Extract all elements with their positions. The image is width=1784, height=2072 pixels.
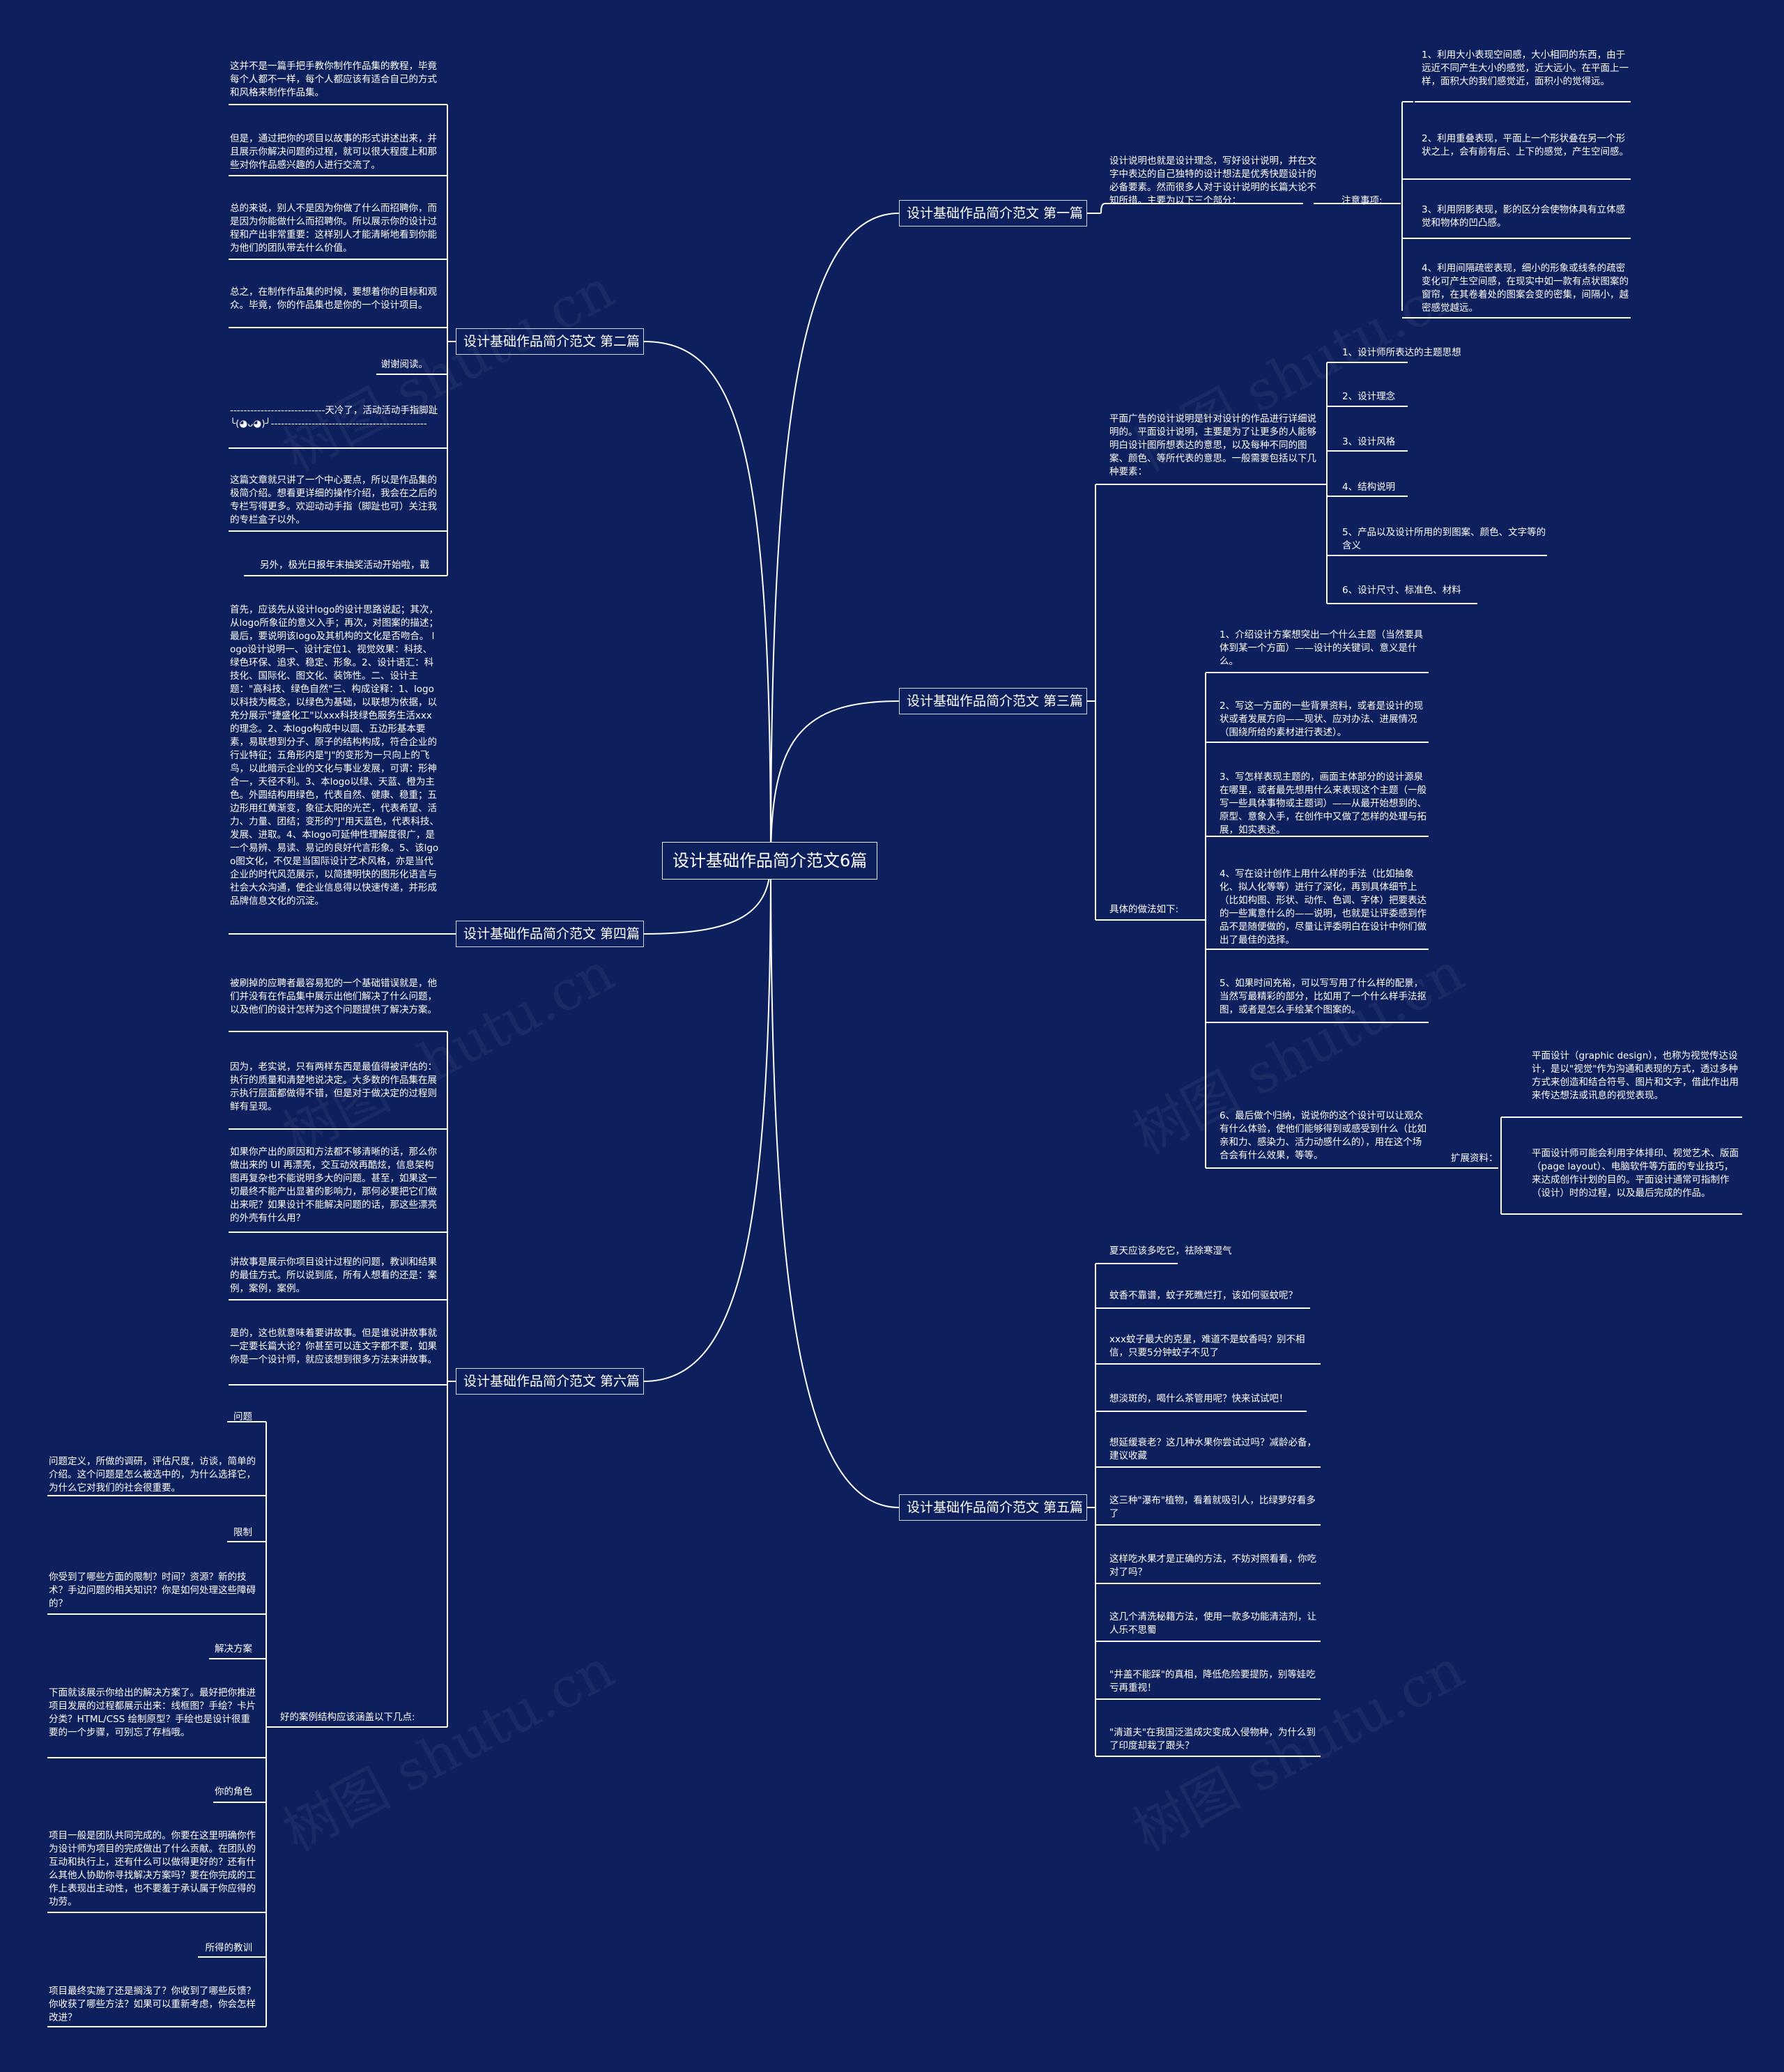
b1-note-4: 4、利用间隔疏密表现，细小的形象或线条的疏密变化可产生空间感，在现实中如一款有点… — [1422, 263, 1629, 314]
b6-case-label-role: 你的角色 — [215, 1786, 252, 1797]
b5-item-8: 这几个清洗秘籍方法，使用一款多功能清洁剂，让人乐不思蜀 — [1109, 1611, 1316, 1636]
b6-case-label-problem: 问题 — [233, 1411, 252, 1422]
b5-item-10: "清道夫"在我国泛滥成灾变成入侵物种，为什么到了印度却栽了跟头？ — [1109, 1727, 1316, 1751]
b3-ext-1: 平面设计（graphic design），也称为视觉传达设计，是以"视觉"作为沟… — [1532, 1050, 1739, 1101]
b6-case-text-role: 项目一般是团队共同完成的。你要在这里明确你作为设计师为项目的完成做出了什么贡献。… — [49, 1830, 256, 1908]
b3-method-label: 具体的做法如下: — [1109, 904, 1179, 915]
b3a-intro: 平面广告的设计说明是针对设计的作品进行详细说明的。平面设计说明，主要是为了让更多… — [1109, 413, 1316, 477]
b6-item-4: 讲故事是展示你项目设计过程的问题，教训和结果的最佳方式。所以说到底，所有人想看的… — [230, 1257, 437, 1294]
b3a-item-4: 4、结构说明 — [1342, 482, 1396, 493]
b6-case-text-lessons: 项目最终实施了还是搁浅了？你收到了哪些反馈？你收获了哪些方法？如果可以重新考虑，… — [49, 1986, 256, 2023]
b2-item-4: 总之，在制作作品集的时候，要想着你的目标和观众。毕竟，你的作品集也是你的一个设计… — [230, 286, 437, 311]
b3a-item-3: 3、设计风格 — [1342, 436, 1396, 447]
b5-item-4: 想淡斑的，喝什么茶管用呢？快来试试吧！ — [1109, 1393, 1289, 1404]
branch-3[interactable]: 设计基础作品简介范文 第三篇 — [899, 688, 1087, 714]
b6-item-3: 如果你产出的原因和方法都不够清晰的话，那么你做出来的 UI 再漂亮，交互动效再酷… — [230, 1146, 437, 1224]
b5-item-2: 蚊香不靠谱，蚊子死瞧烂打，该如何驱蚊呢？ — [1109, 1290, 1298, 1301]
b6-case-text-solution: 下面就该展示你给出的解决方案了。最好把你推进项目发展的过程都展示出来：线框图？手… — [49, 1687, 256, 1738]
b3a-item-1: 1、设计师所表达的主题思想 — [1342, 347, 1461, 358]
b3a-item-2: 2、设计理念 — [1342, 391, 1396, 402]
b3-method-2: 2、写这一方面的一些背景资料，或者是设计的现状或者发展方向——现状、应对办法、进… — [1220, 700, 1424, 738]
b6-case-text-limit: 你受到了哪些方面的限制？时间？资源？新的技术？手边问题的相关知识？你是如何处理这… — [49, 1572, 256, 1609]
b2-item-1: 这并不是一篇手把手教你制作作品集的教程，毕竟每个人都不一样，每个人都应该有适合自… — [230, 61, 437, 98]
b5-item-3: xxx蚊子最大的克星，难道不是蚊香吗？别不相信，只要5分钟蚊子不见了 — [1109, 1334, 1305, 1358]
b3-method-6: 6、最后做个归纳，说说你的这个设计可以让观众有什么体验，使他们能够得到或感受到什… — [1220, 1110, 1427, 1161]
b3-ext-2: 平面设计师可能会利用字体排印、视觉艺术、版面（page layout）、电脑软件… — [1532, 1148, 1739, 1199]
b5-item-5: 想延缓衰老？这几种水果你尝试过吗？减龄必备，建议收藏 — [1109, 1437, 1316, 1461]
branch-2[interactable]: 设计基础作品简介范文 第二篇 — [456, 328, 644, 355]
b1-note-1: 1、利用大小表现空间感，大小相同的东西，由于远近不同产生大小的感觉，近大远小。在… — [1422, 49, 1629, 87]
root-topic[interactable]: 设计基础作品简介范文6篇 — [662, 842, 878, 880]
b3-ext-label: 扩展资料： — [1451, 1153, 1498, 1164]
b2-item-7: 这篇文章就只讲了一个中心要点，所以是作品集的极简介绍。想看更详细的操作介绍，我会… — [230, 475, 437, 525]
b1-note-3: 3、利用阴影表现，影的区分会使物体具有立体感觉和物体的凹凸感。 — [1422, 204, 1626, 229]
b4-text: 首先，应该先从设计logo的设计思路说起；其次，从logo所象征的意义入手；再次… — [230, 604, 439, 907]
b6-item-2: 因为，老实说，只有两样东西是最值得被评估的：执行的质量和清楚地说决定。大多数的作… — [230, 1061, 437, 1112]
b3a-item-5: 5、产品以及设计所用的到图案、颜色、文字等的含义 — [1342, 527, 1546, 551]
b1-note-2: 2、利用重叠表现，平面上一个形状叠在另一个形状之上，会有前有后、上下的感觉，产生… — [1422, 133, 1629, 158]
b2-item-2: 但是，通过把你的项目以故事的形式讲述出来，并且展示你解决问题的过程，就可以很大程… — [230, 133, 437, 171]
b6-item-1: 被刷掉的应聘者最容易犯的一个基础错误就是，他们并没有在作品集中展示出他们解决了什… — [230, 978, 437, 1015]
branch-4[interactable]: 设计基础作品简介范文 第四篇 — [456, 921, 644, 947]
b6-case-label-lessons: 所得的教训 — [205, 1942, 253, 1954]
b3-method-4: 4、写在设计创作上用什么样的手法（比如抽象化、拟人化等等）进行了深化，再到具体细… — [1220, 868, 1427, 946]
branch-6[interactable]: 设计基础作品简介范文 第六篇 — [456, 1368, 644, 1395]
b1-notes-label: 注意事项: — [1341, 195, 1383, 206]
b2-item-5: 谢谢阅读。 — [380, 359, 429, 370]
b6-case-label: 好的案例结构应该涵盖以下几点: — [280, 1712, 415, 1723]
branch-5[interactable]: 设计基础作品简介范文 第五篇 — [899, 1494, 1087, 1521]
b6-item-5: 是的，这也就意味着要讲故事。但是谁说讲故事就一定要长篇大论？你甚至可以连文字都不… — [230, 1328, 437, 1365]
b6-case-label-solution: 解决方案 — [215, 1643, 252, 1655]
b5-item-6: 这三种"瀑布"植物，看着就吸引人，比绿萝好看多了 — [1109, 1495, 1316, 1519]
b6-case-text-problem: 问题定义，所做的调研，评估尺度，访谈，简单的介绍。这个问题是怎么被选中的，为什么… — [49, 1456, 256, 1494]
b5-item-7: 这样吃水果才是正确的方法，不妨对照看看，你吃对了吗？ — [1109, 1553, 1316, 1578]
b3a-item-6: 6、设计尺寸、标准色、材料 — [1342, 585, 1461, 596]
b2-item-6: ----------------------------天冷了，活动活动手指脚趾… — [230, 405, 438, 429]
b3-method-5: 5、如果时间充裕，可以写写用了什么样的配景，当然写最精彩的部分，比如用了一个什么… — [1220, 978, 1427, 1015]
b3-method-1: 1、介绍设计方案想突出一个什么主题（当然要具体到某一个方面）——设计的关键词、意… — [1220, 629, 1424, 667]
b5-item-1: 夏天应该多吃它，祛除寒湿气 — [1109, 1245, 1232, 1257]
b3-method-3: 3、写怎样表现主题的，画面主体部分的设计源泉在哪里，或者最先想用什么来表现这个主… — [1220, 772, 1427, 836]
b5-item-9: "井盖不能踩"的真相，降低危险要提防，别等娃吃亏再重视！ — [1109, 1669, 1316, 1694]
b1-intro: 设计说明也就是设计理念，写好设计说明，并在文字中表达的自己独特的设计想法是优秀快… — [1109, 155, 1316, 206]
b2-item-3: 总的来说，别人不是因为你做了什么而招聘你，而是因为你能做什么而招聘你。所以展示你… — [230, 203, 437, 254]
branch-1[interactable]: 设计基础作品简介范文 第一篇 — [899, 200, 1087, 227]
b6-case-label-limit: 限制 — [233, 1527, 252, 1538]
b2-item-8: 另外，极光日报年末抽奖活动开始啦，戳 — [260, 560, 429, 571]
